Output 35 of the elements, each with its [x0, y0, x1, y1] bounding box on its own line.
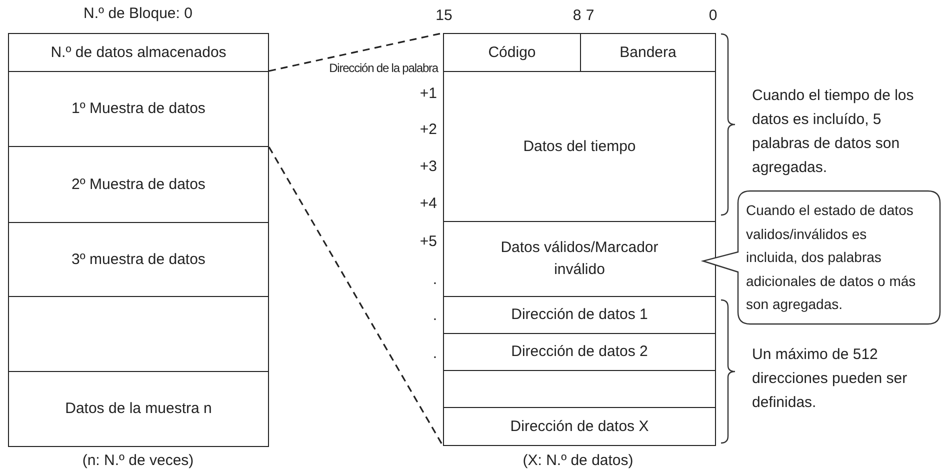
bit-number: 7 [586, 6, 594, 26]
note-text: Un máximo de 512 direcciones pueden ser definidas. [752, 345, 908, 413]
memory-cell: Datos del tiempo [443, 71, 716, 222]
word-address-label: Dirección de la palabra [329, 60, 438, 77]
memory-cell: Datos de la muestra n [8, 371, 269, 447]
empty-memory-cell [8, 296, 269, 372]
ellipsis-dot: . [432, 270, 437, 290]
memory-cell: Dirección de datos X [443, 407, 716, 446]
memory-cell: Dirección de datos 1 [443, 296, 716, 334]
memory-cell: 1º Muestra de datos [8, 71, 269, 147]
memory-cell: 2º Muestra de datos [8, 146, 269, 223]
bit-number: 8 [572, 6, 582, 26]
block-number-label: N.º de Bloque: 0 [84, 4, 192, 24]
memory-cell: Datos válidos/Marcador inválido [443, 221, 716, 297]
empty-memory-cell [443, 370, 716, 408]
memory-cell: 3º muestra de datos [8, 222, 269, 297]
speech-bubble [700, 190, 942, 326]
memory-cell: N.º de datos almacenados [8, 33, 269, 72]
bit-number: 0 [708, 6, 718, 26]
word-offset: +5 [420, 232, 437, 252]
dashed-line [268, 146, 444, 446]
memory-cell: Bandera [580, 33, 716, 72]
ellipsis-dot: . [432, 306, 437, 326]
footnote: (n: N.º de veces) [82, 451, 194, 471]
word-offset: +4 [420, 194, 437, 214]
note-text: Cuando el tiempo de los datos es incluído, 5 palabras de datos son agregadas. [752, 86, 915, 178]
callout-text: Cuando el estado de datos validos/inválidos es incluida, dos palabras adicionales de datos o más son agregadas. [746, 201, 916, 314]
footnote: (X: N.º de datos) [522, 451, 634, 471]
word-offset: +3 [420, 157, 437, 177]
memory-cell: Dirección de datos 2 [443, 333, 716, 371]
word-offset: +1 [420, 84, 437, 104]
memory-cell: Código [443, 33, 581, 72]
word-offset: +2 [420, 120, 437, 140]
ellipsis-dot: . [432, 344, 437, 364]
bit-number: 15 [436, 6, 452, 26]
